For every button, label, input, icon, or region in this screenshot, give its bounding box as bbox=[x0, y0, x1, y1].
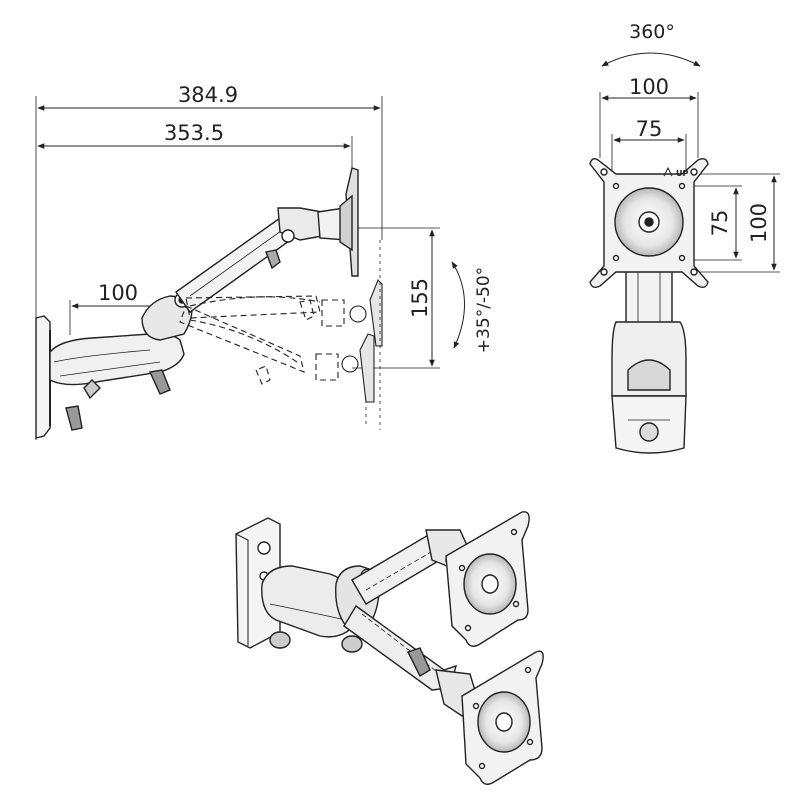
gas-spring-arm-middle-position bbox=[185, 279, 383, 347]
vesa-inner-height-label: 75 bbox=[708, 210, 732, 237]
vesa-plate-iso-lower bbox=[461, 650, 544, 785]
front-view bbox=[589, 52, 780, 454]
gas-spring-arm-upper bbox=[175, 167, 359, 313]
rotation-label: 360° bbox=[629, 21, 675, 43]
arm-length-label: 353.5 bbox=[164, 121, 224, 145]
vesa-plate-iso-upper bbox=[445, 511, 530, 647]
gas-spring-arm-lower-position bbox=[179, 305, 375, 403]
tilt-range-label: +35°/-50° bbox=[474, 267, 494, 353]
vesa-outer-height-label: 100 bbox=[747, 203, 771, 243]
vesa-plate-front bbox=[589, 157, 709, 289]
gas-spring-arm-lower-iso bbox=[343, 604, 479, 717]
side-view bbox=[35, 96, 465, 440]
base-offset-label: 100 bbox=[98, 281, 138, 305]
vesa-inner-width-label: 75 bbox=[636, 117, 663, 141]
height-travel-label: 155 bbox=[408, 278, 432, 318]
tilt-arc bbox=[451, 261, 465, 349]
overall-length-label: 384.9 bbox=[178, 83, 238, 107]
vesa-outer-width-label: 100 bbox=[629, 75, 669, 99]
arm-front bbox=[611, 267, 687, 454]
base-housing-side bbox=[49, 332, 185, 431]
rotation-arc bbox=[601, 52, 701, 67]
wall-plate-side bbox=[35, 315, 51, 439]
isometric-view bbox=[235, 511, 544, 785]
up-marker-label: UP bbox=[676, 169, 688, 178]
